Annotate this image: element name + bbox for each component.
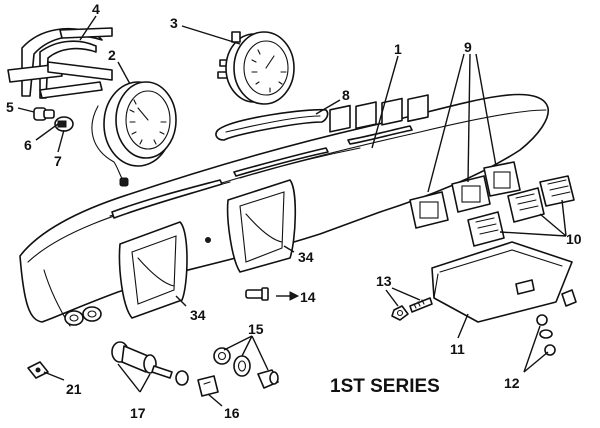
callout-13: 13 <box>376 273 392 289</box>
part-4-bracket <box>7 27 113 99</box>
callout-4: 4 <box>92 1 100 17</box>
part-10-switches <box>467 175 575 247</box>
callout-8: 8 <box>342 87 350 103</box>
callout-34-right: 34 <box>298 249 314 265</box>
part-8-trim-strip <box>215 108 329 141</box>
part-12-fasteners <box>536 289 577 356</box>
part-21-clip <box>27 361 49 379</box>
callout-21: 21 <box>66 381 82 397</box>
callout-1: 1 <box>394 41 402 57</box>
callout-15: 15 <box>248 321 264 337</box>
leader-lines <box>17 15 567 407</box>
part-16-knob <box>197 375 219 397</box>
part-9-switches <box>409 161 521 229</box>
callout-labels: 4 2 3 5 6 7 8 1 9 10 11 12 13 14 15 16 1… <box>6 1 582 421</box>
callout-9: 9 <box>464 39 472 55</box>
part-11-tray <box>431 241 573 323</box>
callout-6: 6 <box>24 137 32 153</box>
callout-16: 16 <box>224 405 240 421</box>
part-13-bolt-nut <box>391 297 433 321</box>
callout-12: 12 <box>504 375 520 391</box>
callout-17: 17 <box>130 405 146 421</box>
part-3-gauge <box>217 31 295 105</box>
series-label: 1ST SERIES <box>330 376 440 397</box>
callout-7: 7 <box>54 153 62 169</box>
part-1-dashboard <box>19 93 549 327</box>
part-2-gauge <box>91 81 177 187</box>
part-15-washers <box>213 347 279 389</box>
callout-3: 3 <box>170 15 178 31</box>
callout-14: 14 <box>300 289 316 305</box>
part-17-switch <box>111 341 189 386</box>
callout-10: 10 <box>566 231 582 247</box>
callout-11: 11 <box>450 341 465 357</box>
callout-34-left: 34 <box>190 307 206 323</box>
part-5-bulb <box>33 107 55 121</box>
part-14-screw <box>245 287 269 301</box>
callout-2: 2 <box>108 47 116 63</box>
callout-5: 5 <box>6 99 14 115</box>
